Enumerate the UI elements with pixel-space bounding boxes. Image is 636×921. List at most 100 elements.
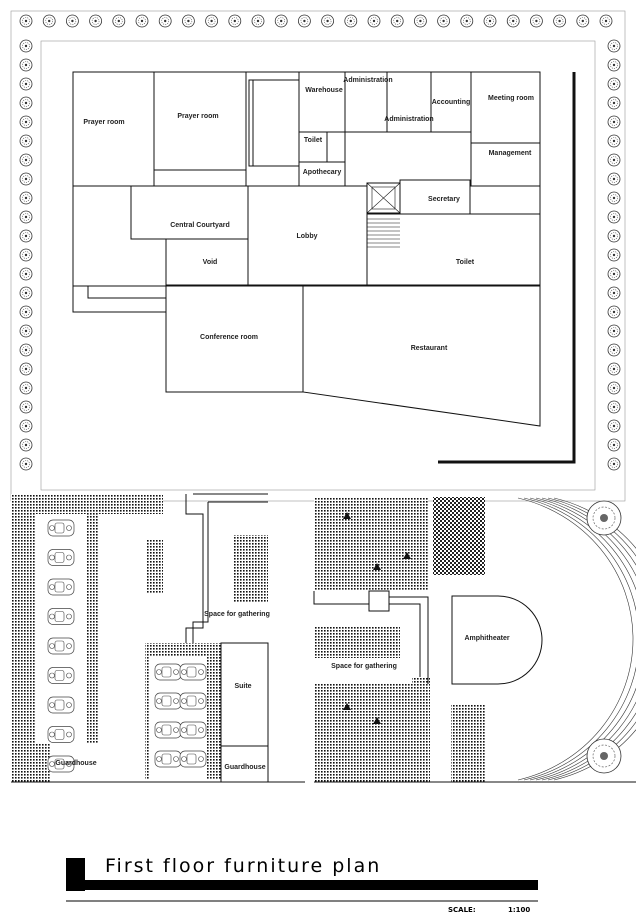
label-gathering-1: Space for gathering xyxy=(204,611,270,618)
tree-icon xyxy=(19,286,33,300)
car-icon xyxy=(179,692,207,710)
tree-icon xyxy=(607,58,621,72)
tree-icon xyxy=(19,96,33,110)
tree-icon xyxy=(251,14,265,28)
label-suite: Suite xyxy=(234,683,251,690)
tree-icon xyxy=(65,14,79,28)
tree-icon xyxy=(19,210,33,224)
tree-icon xyxy=(607,305,621,319)
tree-icon xyxy=(19,267,33,281)
tree-icon xyxy=(344,14,358,28)
tree-icon xyxy=(321,14,335,28)
tree-icon xyxy=(607,191,621,205)
tree-icon xyxy=(576,14,590,28)
car-icon xyxy=(47,726,75,743)
middle-walls xyxy=(11,493,305,783)
tree-icon xyxy=(19,39,33,53)
tree-icon xyxy=(135,14,149,28)
tree-icon xyxy=(607,267,621,281)
car-icon xyxy=(47,549,75,566)
tree-icon xyxy=(158,14,172,28)
room-label-prayer-1: Prayer room xyxy=(83,119,124,126)
tree-icon xyxy=(607,210,621,224)
tree-icon xyxy=(607,77,621,91)
label-amphitheater: Amphitheater xyxy=(464,635,509,642)
room-label-management: Management xyxy=(489,150,532,157)
parked-cars-left xyxy=(47,519,75,773)
tree-icon xyxy=(607,153,621,167)
label-guardhouse-1: Guardhouse xyxy=(55,760,96,767)
tree-icon xyxy=(19,14,33,28)
car-icon xyxy=(47,696,75,714)
tree-icon xyxy=(112,14,126,28)
parking-middle xyxy=(145,535,268,779)
tree-icon xyxy=(607,343,621,357)
gathering-walls xyxy=(313,591,636,783)
tree-icon xyxy=(607,324,621,338)
car-icon xyxy=(47,578,75,596)
tree-icon xyxy=(607,419,621,433)
tree-icon xyxy=(228,14,242,28)
tree-icon xyxy=(19,343,33,357)
scale-value: 1:100 xyxy=(508,906,530,914)
tree-icon xyxy=(506,14,520,28)
room-label-apothecary: Apothecary xyxy=(303,169,342,176)
tree-icon xyxy=(19,381,33,395)
tree-icon xyxy=(607,229,621,243)
tree-icon xyxy=(553,14,567,28)
tree-icon xyxy=(607,400,621,414)
tree-icon xyxy=(607,362,621,376)
tree-icon xyxy=(413,14,427,28)
car-icon xyxy=(154,721,182,739)
car-icon xyxy=(47,608,75,625)
room-label-toilet-2: Toilet xyxy=(456,259,475,266)
tree-icon xyxy=(599,14,613,28)
tree-icon xyxy=(483,14,497,28)
tree-icon xyxy=(19,58,33,72)
tree-icon xyxy=(607,248,621,262)
room-label-conference-room: Conference room xyxy=(200,334,258,341)
parking-left xyxy=(11,494,163,782)
room-label-administration-2: Administration xyxy=(384,116,433,123)
room-label-void: Void xyxy=(203,259,218,266)
car-icon xyxy=(179,721,207,739)
car-icon xyxy=(47,667,75,684)
car-icon xyxy=(179,663,207,681)
room-label-meeting-room: Meeting room xyxy=(488,95,534,102)
car-icon xyxy=(154,750,182,768)
tree-icon xyxy=(607,381,621,395)
tree-icon xyxy=(42,14,56,28)
car-icon xyxy=(47,519,75,537)
tree-icon xyxy=(607,286,621,300)
tree-icon xyxy=(19,324,33,338)
car-icon xyxy=(154,692,182,710)
tree-icon xyxy=(19,115,33,129)
boundary-wall xyxy=(438,72,576,464)
tree-icon xyxy=(607,39,621,53)
scale-label: SCALE: xyxy=(448,906,476,914)
tree-icon xyxy=(89,14,103,28)
tree-icon xyxy=(607,438,621,452)
tree-icon xyxy=(367,14,381,28)
tree-icon xyxy=(19,191,33,205)
tree-icon xyxy=(205,14,219,28)
stair-treads xyxy=(367,218,400,248)
room-label-toilet-1: Toilet xyxy=(304,137,323,144)
corridor-walls xyxy=(87,80,277,299)
tree-icon xyxy=(297,14,311,28)
tree-icon xyxy=(19,172,33,186)
tree-icon xyxy=(181,14,195,28)
tree-icon xyxy=(607,134,621,148)
tree-icon xyxy=(19,362,33,376)
tree-icon xyxy=(607,457,621,471)
tree-icon xyxy=(460,14,474,28)
tree-icon xyxy=(274,14,288,28)
label-guardhouse-2: Guardhouse xyxy=(224,764,265,771)
parked-cars-middle xyxy=(154,663,207,768)
tree-icon xyxy=(390,14,404,28)
tree-icon xyxy=(19,134,33,148)
main-building xyxy=(72,71,541,427)
tree-icon xyxy=(607,96,621,110)
tree-icon xyxy=(19,77,33,91)
